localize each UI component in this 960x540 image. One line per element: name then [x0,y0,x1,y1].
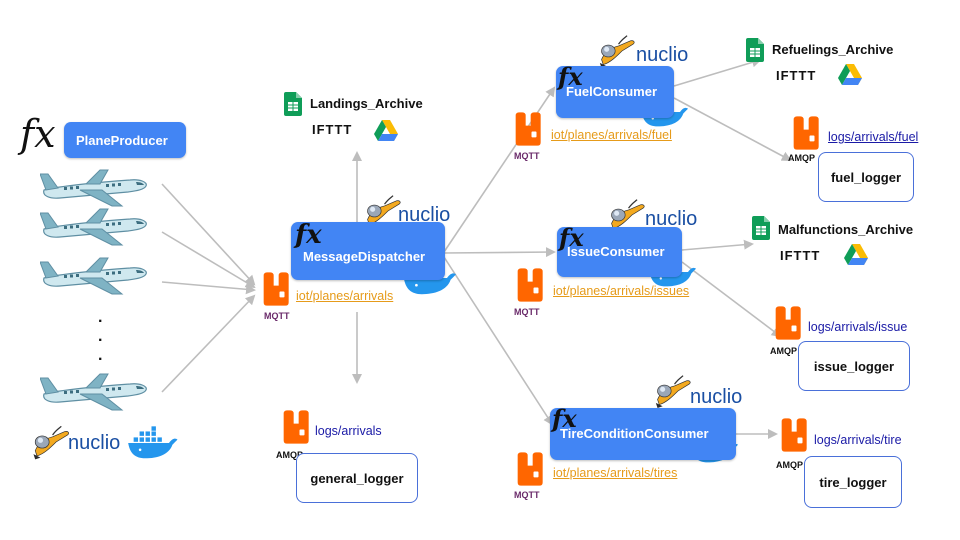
ellipsis-dot: · [98,351,104,368]
arrow-fuel-archive [673,57,762,87]
ifttt-logo: IFTTT [780,248,821,263]
google-sheets-icon [284,92,302,116]
google-sheets-icon [746,38,764,62]
topic-link[interactable]: iot/planes/arrivals/tires [553,466,678,480]
general-logger-box[interactable]: general_logger [296,453,418,503]
rabbitmq-icon [515,112,541,146]
rabbitmq-icon [517,452,543,486]
nuclio-logo-text: nuclio [398,204,451,226]
topic-link[interactable]: iot/planes/arrivals [296,289,394,303]
ellipsis: · · · [98,312,103,369]
arrow-producer-2 [161,231,256,289]
nuclio-logo-text: nuclio [68,432,121,454]
function-fx-icon: fx [295,220,322,250]
log-topic[interactable]: logs/arrivals/fuel [828,130,919,144]
arrow-dispatcher-tire [443,256,554,426]
google-drive-icon [374,120,398,141]
amqp-label: AMQP [770,346,797,356]
tire-logger-box[interactable]: tire_logger [804,456,902,508]
arrow-issue-archive [681,239,754,251]
logger-label: fuel_logger [830,169,902,185]
nuclio-logo-text: nuclio [636,44,689,66]
topic-link[interactable]: iot/planes/arrivals/fuel [551,128,672,142]
function-label: TireConditionConsumer [560,426,709,441]
ifttt-logo: IFTTT [776,68,817,83]
rabbitmq-icon [781,418,807,452]
function-fx-icon: fx [558,62,583,91]
arrow-producer-4 [161,294,256,393]
rabbitmq-icon [793,116,819,150]
ellipsis-dot: · [98,332,104,349]
nuclio-mascot-icon [599,35,635,68]
plane-producer-function[interactable]: PlaneProducer [64,122,186,158]
rabbitmq-icon [283,410,309,444]
arrow-producer-1 [161,183,256,286]
flow-arrows [161,57,792,439]
airplane-icon [40,373,147,411]
mqtt-label: MQTT [514,307,540,317]
airplane-icon [40,257,147,295]
issue-consumer-function[interactable]: fx IssueConsumer [557,223,682,277]
mqtt-label: MQTT [514,151,540,161]
docker-whale-icon [127,426,178,459]
rabbitmq-icon [517,268,543,302]
nuclio-logo-text: nuclio [645,208,698,230]
archive-title: Landings_Archive [310,96,423,111]
google-sheets-icon [752,216,770,240]
arrow-producer-3 [161,281,256,295]
function-label: IssueConsumer [567,244,665,259]
archive-title: Refuelings_Archive [772,42,894,57]
arrow-dispatcher-issue [443,247,556,258]
mqtt-label: MQTT [514,490,540,500]
google-drive-icon [838,64,862,85]
topic-link[interactable]: iot/planes/arrivals/issues [553,284,690,298]
rabbitmq-icon [263,272,289,306]
amqp-label: AMQP [776,460,803,470]
function-fx-icon: fx [559,223,584,252]
function-label: MessageDispatcher [303,249,426,264]
logger-label: tire_logger [819,474,887,490]
nuclio-mascot-icon [655,375,691,408]
archive-title: Malfunctions_Archive [778,222,914,237]
fuel-logger-box[interactable]: fuel_logger [818,152,914,202]
google-drive-icon [844,244,868,265]
message-dispatcher-function[interactable]: fx MessageDispatcher [291,220,445,280]
ellipsis-dot: · [98,313,104,330]
issue-logger-box[interactable]: issue_logger [798,341,910,391]
function-label: PlaneProducer [76,133,168,148]
function-fx-icon: fx [552,404,577,433]
arrow-fuel-logger [673,97,792,161]
airplane-icon [40,169,147,207]
function-label: FuelConsumer [566,84,658,99]
log-topic: logs/arrivals/issue [808,320,908,334]
function-fx-icon: fx [20,112,56,156]
fuel-consumer-function[interactable]: fx FuelConsumer [556,62,674,118]
tire-condition-consumer-function[interactable]: fx TireConditionConsumer [550,404,736,460]
nuclio-logo-text: nuclio [690,386,743,408]
log-topic: logs/arrivals [315,424,382,438]
nuclio-mascot-icon [32,425,70,460]
ifttt-logo: IFTTT [312,122,353,137]
log-topic: logs/arrivals/tire [814,433,902,447]
logger-label: general_logger [310,470,404,486]
rabbitmq-icon [775,306,801,340]
logger-label: issue_logger [813,358,895,374]
mqtt-label: MQTT [264,311,290,321]
airplane-icon [40,208,147,246]
arrow-issue-logger [681,261,782,338]
amqp-label: AMQP [276,450,303,460]
amqp-label: AMQP [788,153,815,163]
